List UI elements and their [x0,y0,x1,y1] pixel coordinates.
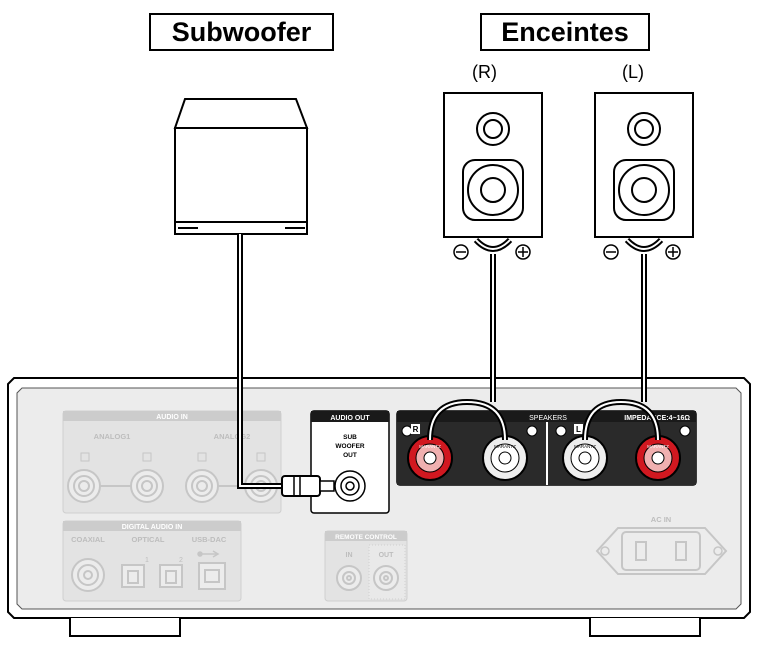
terminal-r-minus: MARANTZ [482,435,528,481]
left-speaker [594,92,694,238]
speaker-r-mark: R [413,425,419,434]
speakers-terminal-section: SPEAKERS IMPEDANCE:4~16Ω R L MARANTZ MAR… [396,410,697,486]
optical-1-label: 1 [145,557,149,564]
usb-dac-label: USB-DAC [192,535,227,544]
optical-2-label: 2 [179,557,183,564]
sub-label: SUB [343,434,357,441]
audio-in-section: AUDIO IN ANALOG1 ANALOG2 [62,410,282,514]
subwoofer-cable [237,234,335,497]
terminal-l-minus-brand: MARANTZ [574,444,596,449]
ac-in-label: AC IN [651,515,671,524]
digital-audio-in-section: DIGITAL AUDIO IN COAXIAL OPTICAL USB-DAC… [62,520,242,602]
impedance-label: IMPEDANCE:4~16Ω [624,415,690,422]
left-channel-label: (L) [622,62,644,82]
speakers-label: Enceintes [480,13,650,51]
subwoofer-label: Subwoofer [149,13,334,51]
analog1-label: ANALOG1 [94,432,131,441]
terminal-r-plus: MARANTZ [407,435,453,481]
ac-in-socket: AC IN [595,515,728,575]
speakers-panel-title: SPEAKERS [529,415,567,422]
audio-in-title: AUDIO IN [156,414,188,421]
terminal-l-plus-brand: MARANTZ [647,444,669,449]
audio-out-section: AUDIO OUT SUB WOOFER OUT [310,410,390,514]
woofer-label: WOOFER [335,443,365,450]
right-speaker [443,92,543,238]
terminal-l-minus: MARANTZ [562,435,608,481]
terminal-r-plus-brand: MARANTZ [419,444,441,449]
digital-audio-in-title: DIGITAL AUDIO IN [122,524,183,531]
remote-out-label: OUT [379,552,395,559]
right-channel-label: (R) [472,62,497,82]
remote-control-section: REMOTE CONTROL IN OUT [324,530,408,602]
remote-control-title: REMOTE CONTROL [335,534,397,541]
audio-out-title: AUDIO OUT [330,415,370,422]
right-speaker-cable [427,237,513,441]
optical-label: OPTICAL [132,535,165,544]
speaker-l-mark: L [576,425,581,434]
coaxial-label: COAXIAL [71,535,105,544]
left-speaker-cable [582,237,664,441]
terminal-r-minus-brand: MARANTZ [494,444,516,449]
terminal-l-plus: MARANTZ [635,435,681,481]
right-speaker-terminals [453,244,531,260]
analog2-label: ANALOG2 [214,432,251,441]
subwoofer-unit [173,98,309,235]
remote-in-label: IN [346,552,353,559]
left-speaker-terminals [603,244,681,260]
out-label: OUT [343,452,357,459]
